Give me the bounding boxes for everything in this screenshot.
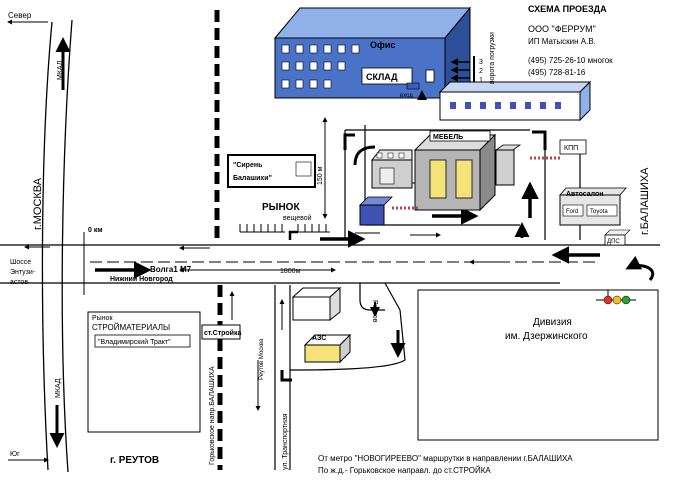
road-loop xyxy=(289,282,406,371)
furniture-window-1 xyxy=(429,159,447,199)
dist-1800-label: 1800м xyxy=(280,268,301,275)
station-box xyxy=(201,324,241,340)
toyota-box xyxy=(586,204,618,217)
road-reutov-loop xyxy=(359,283,385,311)
dist-150-label: 150 м xyxy=(317,166,324,185)
header-phone2: (495) 728-81-16 xyxy=(528,68,586,77)
footer-line2: По ж.д.- Горьковское направл. до ст.СТРО… xyxy=(318,466,491,475)
vladimir-label: "Владимирский Тракт" xyxy=(98,338,171,346)
gates-label: ворота погрузки xyxy=(489,32,496,84)
blue-box xyxy=(359,204,385,226)
market-label: РЫНОК xyxy=(262,202,300,213)
header-phone1: (495) 725-26-10 многок xyxy=(528,56,613,65)
gorkovsky-label: Горьковское напр.БАЛАШИХА xyxy=(209,366,216,465)
traffic-light-yellow xyxy=(612,295,622,305)
market-fence-1 xyxy=(239,224,285,233)
checkpoint-box xyxy=(559,139,587,155)
reutov-moscow-label: Реутов Москва xyxy=(259,338,265,380)
mkad-line-left xyxy=(41,21,53,471)
sirena-inner xyxy=(295,161,312,177)
nizhny-label: Нижний Новгород xyxy=(110,275,173,283)
mkad-line-right xyxy=(61,19,73,473)
road-arrow-corner3 xyxy=(288,230,298,240)
sirena-line2: Балашихи" xyxy=(233,175,272,182)
balashikha-label: г.БАЛАШИХА xyxy=(639,167,651,235)
station-label: ст.Стройка xyxy=(204,329,241,337)
mkad-label-bottom: МКАД xyxy=(55,378,62,398)
ford-box xyxy=(562,204,584,217)
mkad-label-top: МКАД xyxy=(57,60,64,80)
header-company: ООО "ФЕРРУМ" xyxy=(528,24,596,34)
entrance-blue xyxy=(406,82,420,90)
furniture-label: МЕБЕЛЬ xyxy=(433,134,463,141)
reutov-label: г. РЕУТОВ xyxy=(110,455,159,466)
road-arrow-corner xyxy=(532,130,547,150)
road-arrow-corner2 xyxy=(343,133,355,150)
gate-num-2: 2 xyxy=(479,68,483,75)
bldg2-windows xyxy=(450,102,561,109)
furniture-label-box xyxy=(429,130,491,142)
bldg2-top xyxy=(438,81,592,93)
uturn-arrow xyxy=(625,255,654,281)
office-top xyxy=(273,7,472,39)
furniture-window-2 xyxy=(455,159,473,199)
header-person: ИП Матыскин А.В. xyxy=(528,37,596,46)
km0-label: 0 км xyxy=(88,227,103,234)
office-label: Офис xyxy=(370,40,395,50)
market-sub-label: вещевой xyxy=(283,214,312,222)
warehouse-label-box xyxy=(361,67,413,85)
highway-label-3: астов xyxy=(10,279,28,286)
police-label: ДПС xyxy=(607,239,620,245)
market-fence-2 xyxy=(295,224,330,233)
highway-label-2: Энтузи- xyxy=(10,269,36,276)
gas-label: АЗС xyxy=(312,335,326,342)
warehouse-label: СКЛАД xyxy=(366,72,398,82)
division-line2: им. Дзержинского xyxy=(505,331,588,342)
grey-bldg-door xyxy=(379,167,395,185)
transport-label: ул. Транспортная xyxy=(282,413,289,470)
division-line1: Дивизия xyxy=(533,317,572,328)
traffic-light-red xyxy=(603,295,613,305)
police-top xyxy=(604,229,631,236)
gate-num-3: 3 xyxy=(479,59,483,66)
division-box xyxy=(417,289,659,441)
market-materials-line2: СТРОЙМАТЕРИАЛЫ xyxy=(92,323,170,332)
checkpoint-label: КПП xyxy=(564,145,578,152)
moscow-label: г.МОСКВА xyxy=(32,177,44,230)
loop-corner-arrow xyxy=(280,370,292,382)
warehouse-door xyxy=(425,69,435,83)
road-turn-arrow xyxy=(353,145,376,166)
office-windows xyxy=(281,44,360,89)
north-label: Север xyxy=(8,11,32,20)
ford-label: Ford xyxy=(566,209,578,215)
entrance-label: вход xyxy=(400,93,413,99)
highway-label-1: Шоссе xyxy=(10,259,31,266)
vladimir-box xyxy=(94,334,191,348)
white-bldg-front xyxy=(292,296,331,321)
market-materials-box xyxy=(87,311,201,433)
traffic-light-green xyxy=(621,295,631,305)
right-grey xyxy=(495,149,515,186)
footer-line1: От метро "НОВОГИРЕЕВО" маршрутки в напра… xyxy=(318,454,573,463)
south-label: Юг xyxy=(10,451,20,458)
car-dealer-label: Автосалон xyxy=(566,191,604,198)
gas-front xyxy=(304,344,341,363)
volga-label: Волга1 М7 xyxy=(150,265,192,274)
toyota-label: Toyota xyxy=(590,209,608,215)
reutov-vert-label: Реутов xyxy=(371,300,378,323)
police-box xyxy=(604,234,626,246)
header-title: СХЕМА ПРОЕЗДА xyxy=(528,4,607,14)
sirena-line1: "Сирень xyxy=(233,162,263,169)
sirena-box xyxy=(227,154,316,188)
gate-num-1: 1 xyxy=(479,77,483,84)
grey-bldg-windows xyxy=(376,152,405,159)
market-materials-line1: Рынок xyxy=(92,315,113,322)
right-grey-top xyxy=(494,144,522,151)
